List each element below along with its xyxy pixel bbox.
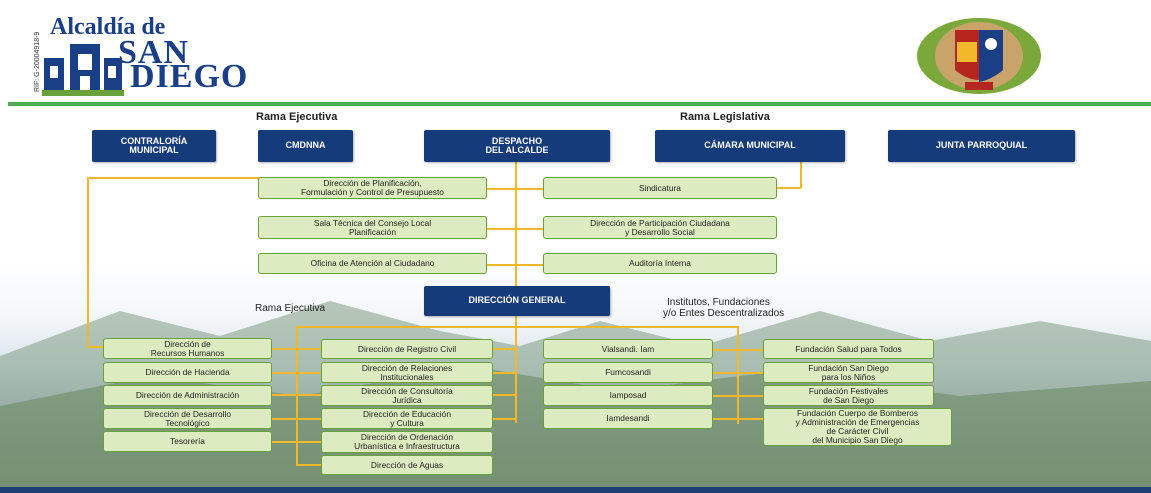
church-logo-icon	[42, 44, 124, 96]
fumcosandi-box: Fumcosandi	[543, 362, 713, 383]
tesoreria-box: Tesorería	[103, 431, 272, 452]
connector-line	[713, 418, 763, 420]
connector-line	[737, 326, 739, 424]
connector-line	[272, 348, 322, 350]
sala-tecnica-box: Sala Técnica del Consejo Local Planifica…	[258, 216, 487, 239]
bomberos-box: Fundación Cuerpo de Bomberos y Administr…	[763, 408, 952, 446]
vialsandi-box: Vialsandi. Iam	[543, 339, 713, 359]
logo-line-2: SAN	[118, 34, 190, 71]
contraloria-box: CONTRALORÍA MUNICIPAL	[92, 130, 216, 162]
connector-line	[272, 441, 322, 443]
relaciones-institucionales-box: Dirección de Relaciones Institucionales	[321, 362, 493, 383]
cmdnna-box: CMDNNA	[258, 130, 353, 162]
desarrollo-tecnologico-box: Dirección de Desarrollo Tecnológico	[103, 408, 272, 429]
connector-line	[296, 464, 322, 466]
connector-line	[272, 418, 322, 420]
connector-line	[87, 177, 260, 179]
header-divider	[8, 102, 1151, 106]
iamposad-box: Iamposad	[543, 385, 713, 406]
connector-line	[493, 394, 517, 396]
festivales-box: Fundación Festivales de San Diego	[763, 385, 934, 406]
consultoria-juridica-box: Dirección de Consultoría Jurídica	[321, 385, 493, 406]
san-diego-ninos-box: Fundación San Diego para los Niños	[763, 362, 934, 383]
connector-line	[487, 264, 543, 266]
connector-line	[272, 394, 322, 396]
rama-ejecutiva-lower-label: Rama Ejecutiva	[255, 303, 326, 314]
despacho-box: DESPACHO DEL ALCALDE	[424, 130, 610, 162]
iamdesandi-box: Iamdesandi	[543, 408, 713, 429]
aguas-box: Dirección de Aguas	[321, 455, 493, 475]
connector-line	[800, 162, 802, 188]
logo-line-3: DIEGO	[130, 58, 249, 95]
connector-line	[713, 349, 763, 351]
recursos-humanos-box: Dirección de Recursos Humanos	[103, 338, 272, 359]
camara-box: CÁMARA MUNICIPAL	[655, 130, 845, 162]
connector-line	[713, 372, 763, 374]
sindicatura-box: Sindicatura	[543, 177, 777, 199]
institutos-label-line1: Institutos, Fundaciones	[667, 297, 770, 308]
connector-line	[515, 315, 517, 327]
connector-line	[272, 372, 322, 374]
rif-text: RIF: G-20004918-9	[34, 31, 41, 92]
logo-line-1: Alcaldía de	[50, 14, 166, 40]
connector-line	[515, 326, 517, 423]
connector-line	[493, 348, 517, 350]
connector-line	[493, 372, 517, 374]
registro-civil-box: Dirección de Registro Civil	[321, 339, 493, 359]
connector-line	[493, 418, 517, 420]
auditoria-box: Auditoría Interna	[543, 253, 777, 274]
participacion-box: Dirección de Participación Ciudadana y D…	[543, 216, 777, 239]
educacion-cultura-box: Dirección de Educación y Cultura	[321, 408, 493, 429]
oficina-atencion-box: Oficina de Atención al Ciudadano	[258, 253, 487, 274]
footer-bar	[0, 487, 1151, 493]
connector-line	[87, 346, 103, 348]
rama-legislativa-label: Rama Legislativa	[680, 111, 770, 123]
hacienda-box: Dirección de Hacienda	[103, 362, 272, 383]
connector-line	[487, 188, 543, 190]
rama-ejecutiva-label: Rama Ejecutiva	[256, 111, 338, 123]
coat-of-arms-icon	[917, 18, 1041, 94]
connector-line	[296, 326, 738, 328]
connector-line	[777, 187, 801, 189]
connector-line	[487, 228, 543, 230]
planificacion-box: Dirección de Planificación, Formulación …	[258, 177, 487, 199]
connector-line	[87, 177, 89, 347]
junta-box: JUNTA PARROQUIAL	[888, 130, 1075, 162]
connector-line	[713, 395, 763, 397]
ordenacion-urbanistica-box: Dirección de Ordenación Urbanística e In…	[321, 431, 493, 453]
institutos-label-line2: y/o Entes Descentralizados	[663, 308, 785, 319]
direccion-general-box: DIRECCIÓN GENERAL	[424, 286, 610, 316]
administracion-box: Dirección de Administración	[103, 385, 272, 406]
connector-line	[515, 161, 517, 288]
salud-para-todos-box: Fundación Salud para Todos	[763, 339, 934, 359]
